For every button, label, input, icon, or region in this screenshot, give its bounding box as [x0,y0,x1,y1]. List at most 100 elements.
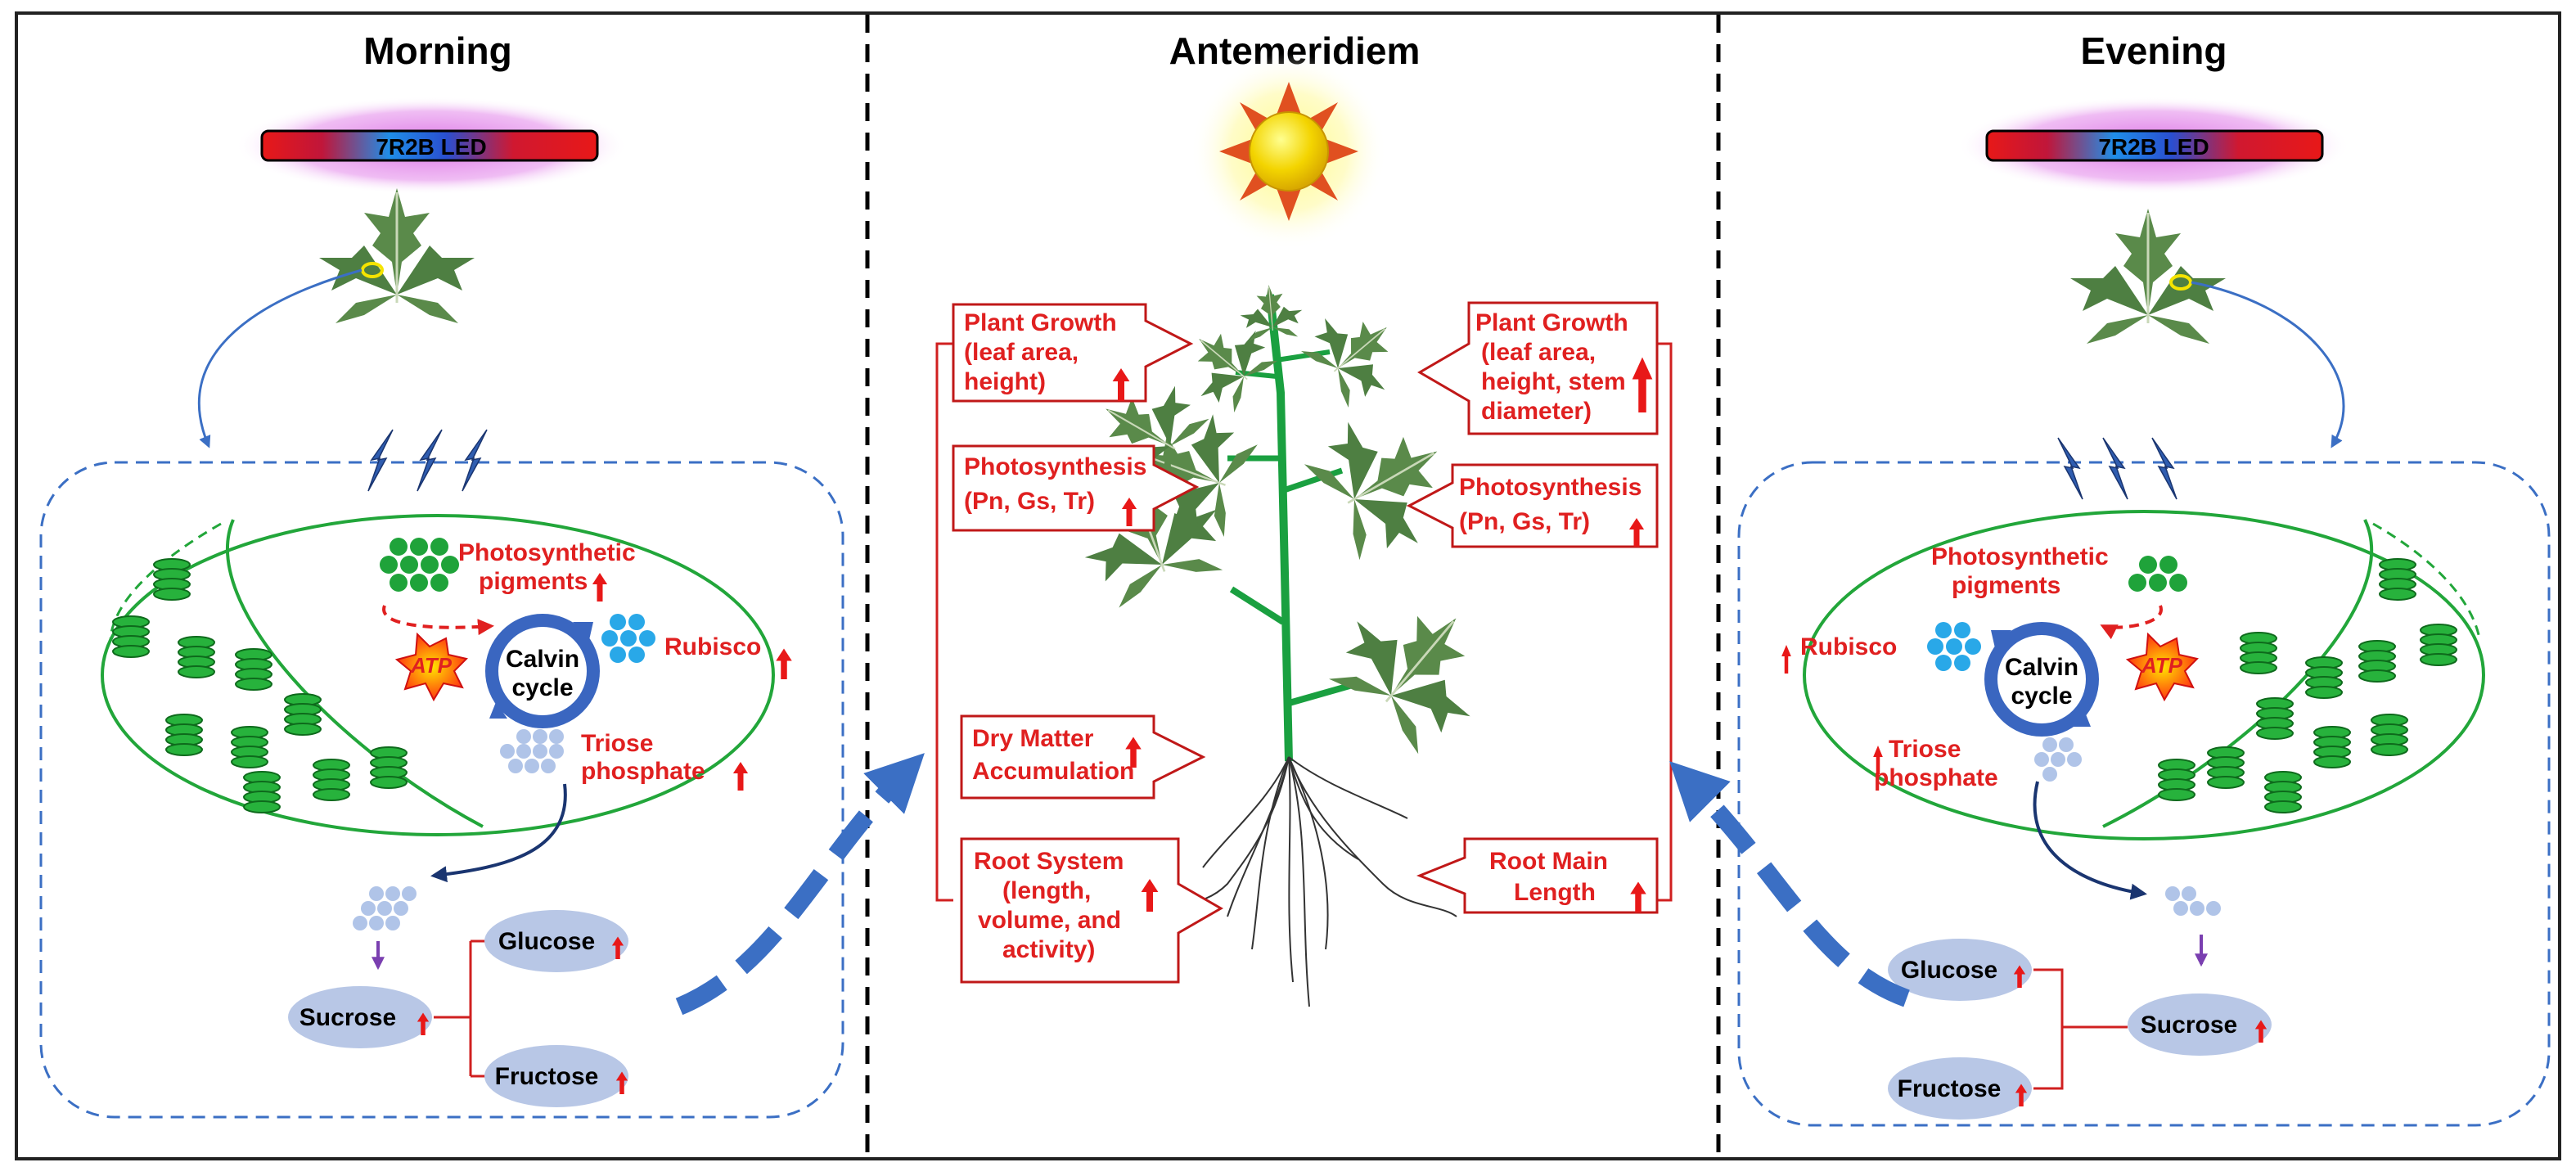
box-line: Root Main [1489,848,1608,875]
tomato-leaf-icon [2069,207,2227,345]
sucrose-label: Sucrose [299,1004,396,1031]
outer-frame [15,11,2561,1160]
box-line: Photosynthesis [1459,474,1642,501]
light-bolt-icon [462,429,488,492]
rubisco-label: Rubisco [664,633,761,660]
box-line: height) [964,368,1046,395]
sun-icon [1219,82,1358,221]
box-photosynthesis-left: Photosynthesis (Pn, Gs, Tr) [952,444,1200,532]
light-bolt-icon [2151,437,2177,500]
light-bolt-icon [2102,437,2128,500]
box-line: activity) [1002,936,1095,963]
box-root-system: Root System (length, volume, and activit… [960,837,1224,984]
triose-to-sucrose-arrow [430,783,567,883]
cell-outline [39,461,844,1119]
light-bolt-icon [417,429,443,492]
fructose-oval [1888,1057,2032,1120]
calvin-arrowhead [1991,630,2011,648]
box-line: (leaf area, [1481,339,1596,366]
atp-label: ATP [2141,653,2183,678]
fructose-label: Fructose [1898,1075,2002,1102]
calvin-label: Calvin [2005,654,2078,681]
pigment-dots [380,538,459,592]
rubisco-dots [601,614,655,663]
phosphate-label: phosphate [1874,764,1998,791]
light-bolt-icon [367,429,394,492]
sucrose-oval [288,986,432,1048]
pigments-label: pigments [1952,572,2060,599]
pigment-dots [2128,556,2187,592]
box-line: Photosynthesis [964,453,1146,480]
box-line: height, stem [1481,368,1626,395]
box-dry-matter: Dry Matter Accumulation [960,714,1206,800]
pigment-to-calvin-arrow [2100,605,2163,640]
chloroplast-fold [226,519,484,828]
glucose-oval [484,910,628,972]
pigment-to-calvin-arrow [382,605,494,636]
increase-arrow-icon [1781,645,1791,674]
thylakoid-stacks [112,558,408,813]
led-bar [260,129,599,162]
transport-arrow-evening [1669,761,1910,1007]
glucose-oval [1888,939,2032,1001]
sucrose-dots [353,886,417,930]
left-bracket [935,342,953,902]
leaf-sample-circle [361,262,384,278]
calvin-arrowhead [573,622,593,640]
leaf-to-cell-arrow [198,268,363,448]
box-plant-growth-left: Plant Growth (leaf area, height) [952,303,1194,403]
cycle-label: cycle [511,674,573,701]
title-morning: Morning [363,29,511,72]
triose-to-sucrose-arrow [2033,781,2147,900]
calvin-arrowhead [489,702,507,719]
rubisco-dots [1927,622,1981,671]
calvin-label: Calvin [506,646,579,673]
fructose-label: Fructose [495,1063,599,1090]
atp-label: ATP [410,653,453,678]
box-line: (length, [1002,877,1091,904]
rubisco-label: Rubisco [1800,633,1897,660]
box-line: (Pn, Gs, Tr) [964,488,1095,515]
calvin-cycle-ring [485,614,600,728]
sucrose-bracket [2033,968,2128,1090]
atp-burst-icon [2125,632,2199,702]
cycle-label: cycle [2011,683,2072,710]
box-line: Plant Growth [1475,309,1628,336]
box-line: Plant Growth [964,309,1117,336]
box-line: (leaf area, [964,339,1079,366]
light-bolt-icon [2057,437,2083,500]
leaf-to-cell-arrow [2191,281,2345,448]
tomato-plant [1062,282,1514,1007]
sucrose-bracket [434,939,491,1078]
pigments-label: pigments [479,568,588,595]
morning-panel: 7R2B LED [39,97,925,1119]
box-root-main-length: Root Main Length [1416,837,1659,914]
increase-arrow-icon [732,762,749,791]
fructose-oval [484,1045,628,1107]
triose-label: Triose [581,730,653,757]
tomato-leaf-icon [317,187,476,325]
photosynthetic-label: Photosynthetic [1931,543,2109,570]
led-label: 7R2B LED [376,134,486,160]
right-bracket [1653,342,1673,902]
title-evening: Evening [2081,29,2227,72]
leaf-sample-circle [2169,274,2192,291]
chloroplast [1803,510,2485,840]
triose-dots [500,729,564,773]
box-line: diameter) [1481,398,1592,425]
glucose-label: Glucose [498,928,595,955]
transport-arrow-morning [675,753,925,1016]
triose-label: Triose [1889,736,1961,763]
photosynthetic-label: Photosynthetic [458,539,636,566]
sucrose-dots [2165,886,2221,916]
phosphate-label: phosphate [581,758,705,785]
box-line: (Pn, Gs, Tr) [1459,508,1590,535]
sucrose-oval [2128,994,2272,1056]
calvin-arrowhead [2073,710,2091,727]
box-line: Accumulation [972,758,1134,785]
evening-panel: 7R2B LED [1669,97,2551,1127]
antemeridiem-panel: Plant Growth (leaf area, height) Photosy… [935,53,1673,1007]
calvin-cycle-ring [1984,622,2099,737]
increase-arrow-icon [592,573,608,602]
